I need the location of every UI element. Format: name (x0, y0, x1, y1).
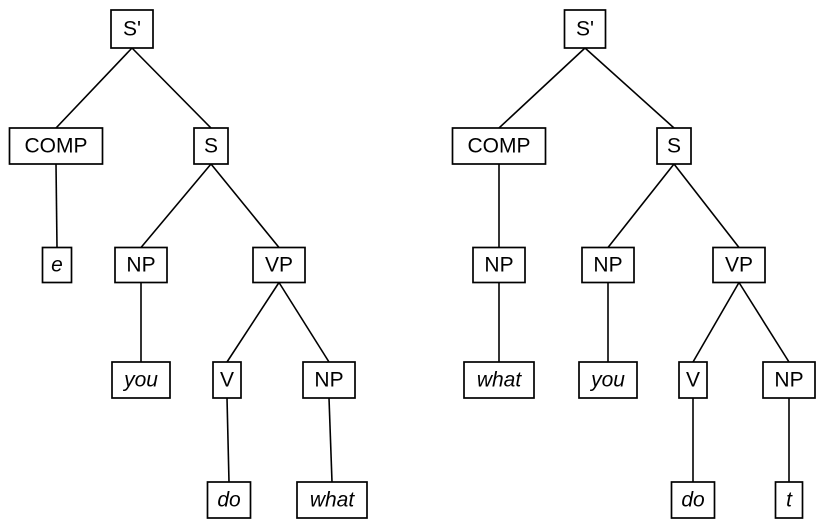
category-label: V (220, 369, 234, 392)
category-label: NP (484, 254, 513, 277)
tree-node-you[interactable]: you (578, 361, 638, 399)
category-label: S' (123, 18, 141, 41)
tree-edge (328, 397, 333, 483)
tree-node-do[interactable]: do (206, 481, 252, 519)
tree-edge (692, 282, 740, 363)
tree-edge (226, 282, 280, 363)
node-box (712, 246, 766, 284)
tree-node-np[interactable]: NP (302, 361, 356, 399)
category-label: NP (593, 254, 622, 277)
node-box (762, 361, 816, 399)
terminal-label: do (681, 489, 705, 512)
tree-edge (140, 163, 212, 249)
terminal-label: you (122, 369, 158, 392)
node-box (114, 246, 168, 284)
node-box (581, 246, 635, 284)
category-label: S (204, 135, 218, 158)
terminal-label: what (310, 489, 356, 512)
node-box (678, 361, 708, 399)
tree-node-np[interactable]: NP (762, 361, 816, 399)
deep-structure-tree-edges (55, 47, 333, 483)
tree-edge (738, 282, 790, 363)
tree-node-t[interactable]: t (774, 481, 804, 519)
node-box (451, 127, 547, 165)
surface-structure-tree-edges (498, 47, 790, 482)
node-box (578, 361, 638, 399)
tree-edge (278, 282, 330, 363)
category-label: NP (774, 369, 803, 392)
node-box (302, 361, 356, 399)
terminal-label: do (217, 489, 241, 512)
node-box (774, 481, 804, 519)
tree-edge (498, 47, 586, 129)
tree-edge (607, 163, 675, 248)
tree-node-what[interactable]: what (296, 481, 368, 519)
tree-node-comp[interactable]: COMP (451, 127, 547, 165)
tree-node-do[interactable]: do (670, 481, 716, 519)
category-label: S (667, 135, 681, 158)
terminal-label: what (477, 369, 523, 392)
node-box (472, 246, 526, 284)
edges-layer (55, 47, 790, 483)
tree-edge (673, 163, 740, 248)
terminal-label: you (589, 369, 625, 392)
node-box (252, 246, 306, 284)
tree-edge (131, 47, 212, 129)
node-box (111, 361, 171, 399)
tree-node-v[interactable]: V (212, 361, 242, 399)
tree-edge (226, 397, 230, 483)
tree-node-s[interactable]: S (656, 127, 692, 165)
tree-node-s[interactable]: S (193, 127, 229, 165)
node-box (8, 127, 104, 165)
category-label: NP (126, 254, 155, 277)
tree-edge (210, 163, 280, 249)
node-box (110, 9, 154, 49)
node-box (296, 481, 368, 519)
node-box (212, 361, 242, 399)
category-label: NP (314, 369, 343, 392)
category-label: V (686, 369, 700, 392)
terminal-label: e (51, 254, 63, 277)
tree-edge (55, 163, 58, 248)
node-box (463, 361, 535, 399)
tree-node-comp[interactable]: COMP (8, 127, 104, 165)
category-label: VP (725, 254, 753, 277)
surface-structure-tree-nodes: S' COMP S NP NP VP what you V NP do t (451, 9, 816, 519)
node-box (670, 481, 716, 519)
tree-node-what[interactable]: what (463, 361, 535, 399)
tree-node-vp[interactable]: VP (252, 246, 306, 284)
category-label: VP (265, 254, 293, 277)
category-label: COMP (468, 135, 531, 158)
tree-node-np[interactable]: NP (581, 246, 635, 284)
tree-node-v[interactable]: V (678, 361, 708, 399)
node-box (41, 246, 73, 284)
node-box (563, 9, 607, 49)
tree-node-sbar[interactable]: S' (110, 9, 154, 49)
category-label: COMP (25, 135, 88, 158)
tree-node-np[interactable]: NP (114, 246, 168, 284)
node-box (206, 481, 252, 519)
tree-node-sbar[interactable]: S' (563, 9, 607, 49)
tree-edge (55, 47, 133, 129)
node-box (656, 127, 692, 165)
category-label: S' (576, 18, 594, 41)
tree-edge (584, 47, 675, 129)
tree-node-e[interactable]: e (41, 246, 73, 284)
tree-node-you[interactable]: you (111, 361, 171, 399)
node-box (193, 127, 229, 165)
terminal-label: t (786, 489, 793, 512)
tree-node-vp[interactable]: VP (712, 246, 766, 284)
tree-node-np[interactable]: NP (472, 246, 526, 284)
